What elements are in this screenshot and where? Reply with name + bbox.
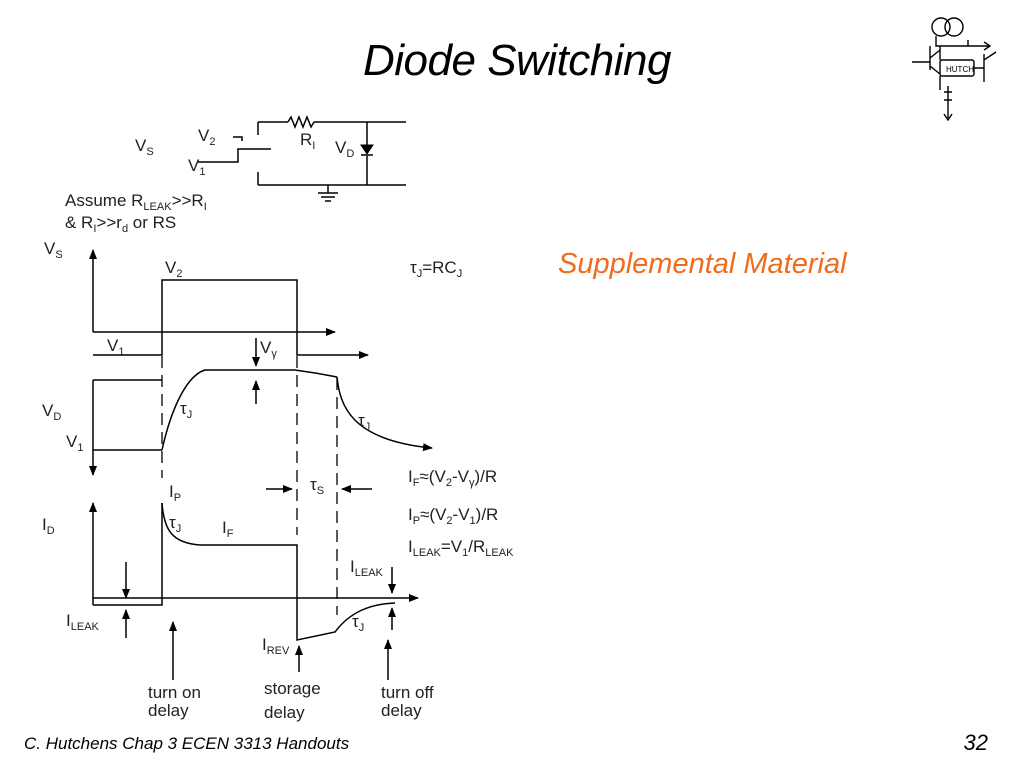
svg-text:delay: delay (381, 701, 422, 720)
svg-text:τJ: τJ (169, 513, 181, 535)
svg-text:V2: V2 (198, 126, 215, 148)
svg-text:IP: IP (169, 482, 181, 504)
equations: IF≈(V2-Vγ)/R IP≈(V2-V1)/R ILEAK=V1/RLEAK (408, 467, 514, 559)
svg-text:τJ: τJ (180, 399, 192, 421)
svg-text:storage: storage (264, 679, 321, 698)
svg-text:V1: V1 (66, 432, 83, 454)
svg-text:IF≈(V2-Vγ)/R: IF≈(V2-Vγ)/R (408, 467, 497, 489)
svg-text:IP≈(V2-V1)/R: IP≈(V2-V1)/R (408, 505, 498, 527)
svg-text:IREV: IREV (262, 635, 290, 657)
slide-title: Diode Switching (363, 36, 672, 85)
footer-text: C. Hutchens Chap 3 ECEN 3313 Handouts (24, 734, 350, 753)
svg-text:ILEAK=V1/RLEAK: ILEAK=V1/RLEAK (408, 537, 514, 559)
svg-text:τJ=RCJ: τJ=RCJ (410, 258, 462, 280)
svg-text:& RI>>rd or RS: & RI>>rd or RS (65, 213, 176, 235)
svg-text:Vγ: Vγ (260, 338, 277, 360)
svg-text:VD: VD (42, 401, 61, 423)
svg-text:ILEAK: ILEAK (66, 611, 100, 633)
svg-text:V1: V1 (188, 156, 205, 178)
page-number: 32 (963, 730, 988, 755)
svg-text:Assume RLEAK>>RI: Assume RLEAK>>RI (65, 191, 207, 213)
svg-text:turn on: turn on (148, 683, 201, 702)
svg-text:IF: IF (222, 518, 234, 540)
delay-labels: turn on delay storage delay turn off del… (148, 621, 434, 722)
svg-text:τJ: τJ (358, 411, 370, 433)
vd-waveform: Vγ VD V1 τJ τJ (42, 338, 433, 476)
circuit-schematic: VS V2 V1 RI VD Assume RLEAK>>RI & RI>>rd… (65, 114, 406, 235)
supplemental-label: Supplemental Material (558, 248, 847, 280)
id-waveform: ID IP τJ IF ILEAK ILEAK τJ IREV (42, 482, 419, 657)
logo-text: HUTCH (946, 65, 974, 74)
svg-text:τS: τS (310, 475, 324, 497)
svg-text:τJ: τJ (352, 612, 364, 634)
svg-text:delay: delay (264, 703, 305, 722)
svg-text:RI: RI (300, 130, 315, 152)
svg-text:VS: VS (44, 239, 63, 261)
svg-text:delay: delay (148, 701, 189, 720)
vs-waveform: VS V2 V1 τJ=RCJ (44, 239, 462, 359)
svg-text:V1: V1 (107, 336, 124, 358)
hutch-logo (912, 17, 997, 122)
svg-text:ILEAK: ILEAK (350, 557, 384, 579)
svg-text:turn off: turn off (381, 683, 434, 702)
dashed-guides (161, 356, 338, 615)
storage-time-indicator: τS (266, 475, 372, 497)
svg-text:VS: VS (135, 136, 154, 158)
svg-text:V2: V2 (165, 258, 182, 280)
svg-text:ID: ID (42, 515, 55, 537)
svg-text:VD: VD (335, 138, 354, 160)
